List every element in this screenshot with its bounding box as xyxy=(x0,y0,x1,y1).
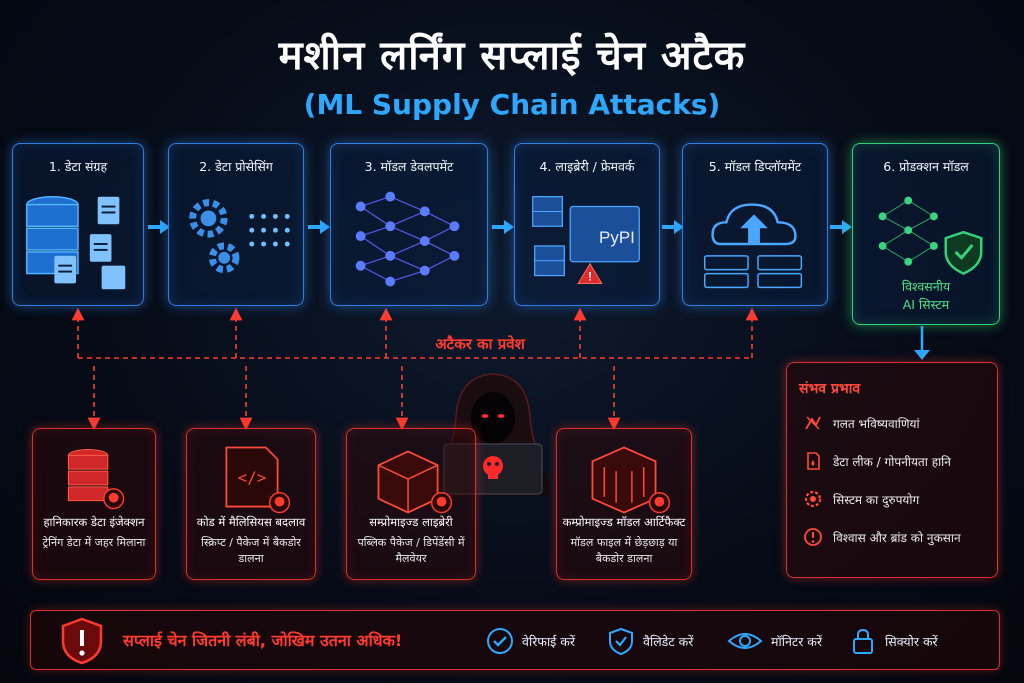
trusted-ai-status: विश्वसनीय AI सिस्टम xyxy=(901,279,951,312)
flow-arrow xyxy=(148,220,170,234)
check-circle-icon xyxy=(487,628,513,654)
attack-desc: स्क्रिप्ट / पैकेज में बैकडोर डालना xyxy=(201,536,301,565)
stage-label: 5. मॉडल डिप्लॉयमेंट xyxy=(708,159,802,174)
attack-malicious-code: </> कोड में मैलिसियस बदलाव स्क्रिप्ट / प… xyxy=(186,428,316,580)
stage-label: 4. लाइब्रेरी / फ्रेमवर्क xyxy=(539,159,635,174)
malicious-package-icon xyxy=(377,450,453,514)
stage-data-collection: 1. डेटा संग्रह xyxy=(12,143,144,306)
attack-desc: मॉडल फाइल में छेड़छाड़ या बैकडोर डालना xyxy=(570,536,678,565)
attack-desc: पब्लिक पैकेज / डिपेंडेंसी में मैलवेयर xyxy=(357,536,465,565)
impact-item: डेटा लीक / गोपनीयता हानि xyxy=(803,449,951,473)
database-icon xyxy=(26,195,126,290)
attack-title: कम्प्रोमाइज्ड मॉडल आर्टिफैक्ट xyxy=(562,515,686,529)
page-title: मशीन लर्निंग सप्लाई चेन अटैक xyxy=(278,33,746,79)
stage-label: 6. प्रोडक्शन मॉडल xyxy=(883,159,969,174)
action-verify: वेरिफाई करें xyxy=(486,626,575,656)
page-subtitle: (ML Supply Chain Attacks) xyxy=(303,88,721,121)
system-misuse-icon xyxy=(804,490,822,508)
data-leak-icon xyxy=(807,452,820,470)
wrong-prediction-icon xyxy=(805,416,821,430)
impact-item: सिस्टम का दुरुपयोग xyxy=(803,487,919,511)
flow-arrow xyxy=(662,220,684,234)
attack-title: सम्प्रोमाइज्ड लाइब्रेरी xyxy=(369,515,453,529)
gears-icon xyxy=(189,199,290,274)
poisoned-database-icon xyxy=(67,448,125,510)
warning-shield-icon xyxy=(61,617,103,665)
stage-production-model: 6. प्रोडक्शन मॉडल विश्वसनीय AI सिस्टम xyxy=(852,143,1000,325)
alert-circle-icon xyxy=(804,528,822,546)
action-secure: सिक्योर करें xyxy=(849,626,938,656)
footer-warning: सप्लाई चेन जितनी लंबी, जोखिम उतना अधिक! xyxy=(123,631,403,650)
cloud-upload-icon xyxy=(703,203,803,289)
footer-banner: सप्लाई चेन जितनी लंबी, जोखिम उतना अधिक! … xyxy=(30,610,1000,670)
lock-icon xyxy=(853,628,873,654)
action-monitor: मॉनिटर करें xyxy=(727,626,822,656)
neural-network-icon xyxy=(355,191,460,287)
svg-text:!: ! xyxy=(588,269,592,283)
pypi-badge: PyPI xyxy=(599,228,635,247)
impact-item: गलत भविष्यवाणियां xyxy=(803,411,920,435)
packages-icon: ! xyxy=(532,196,640,284)
attack-tampered-model: कम्प्रोमाइज्ड मॉडल आर्टिफैक्ट मॉडल फाइल … xyxy=(556,428,692,580)
attack-title: कोड में मैलिसियस बदलाव xyxy=(196,515,306,529)
stage-library-framework: 4. लाइब्रेरी / फ्रेमवर्क ! PyPI xyxy=(514,143,660,306)
stage-label: 1. डेटा संग्रह xyxy=(48,159,108,174)
attack-desc: ट्रेनिंग डेटा में जहर मिलाना xyxy=(42,536,146,549)
stage-label: 2. डेटा प्रोसेसिंग xyxy=(199,159,273,174)
shield-check-icon xyxy=(878,196,983,275)
shield-icon xyxy=(609,627,633,655)
eye-icon xyxy=(727,633,763,649)
attack-title: हानिकारक डेटा इंजेक्शन xyxy=(43,515,145,529)
stage-model-development: 3. मॉडल डेवलपमेंट xyxy=(330,143,488,306)
action-validate: वैलिडेट करें xyxy=(607,626,693,656)
stage-model-deployment: 5. मॉडल डिप्लॉयमेंट xyxy=(682,143,828,306)
stage-label: 3. मॉडल डेवलपमेंट xyxy=(364,159,454,174)
attack-compromised-library: सम्प्रोमाइज्ड लाइब्रेरी पब्लिक पैकेज / ड… xyxy=(346,428,476,580)
impact-panel: संभव प्रभाव गलत भविष्यवाणियां डेटा लीक /… xyxy=(786,362,998,578)
svg-text:</>: </> xyxy=(238,468,266,487)
hacker-icon xyxy=(434,373,552,496)
impact-item: विश्वास और ब्रांड को नुकसान xyxy=(803,525,961,549)
stage-data-processing: 2. डेटा प्रोसेसिंग xyxy=(168,143,304,306)
attack-data-poisoning: हानिकारक डेटा इंजेक्शन ट्रेनिंग डेटा में… xyxy=(32,428,156,580)
tampered-model-icon xyxy=(591,446,671,514)
impact-title: संभव प्रभाव xyxy=(799,381,861,397)
flow-arrow xyxy=(492,220,514,234)
attacker-entry-label: अटैकर का प्रवेश xyxy=(435,335,525,353)
flow-arrow xyxy=(308,220,330,234)
malicious-code-icon: </> xyxy=(225,446,291,514)
flow-arrow xyxy=(830,220,852,234)
